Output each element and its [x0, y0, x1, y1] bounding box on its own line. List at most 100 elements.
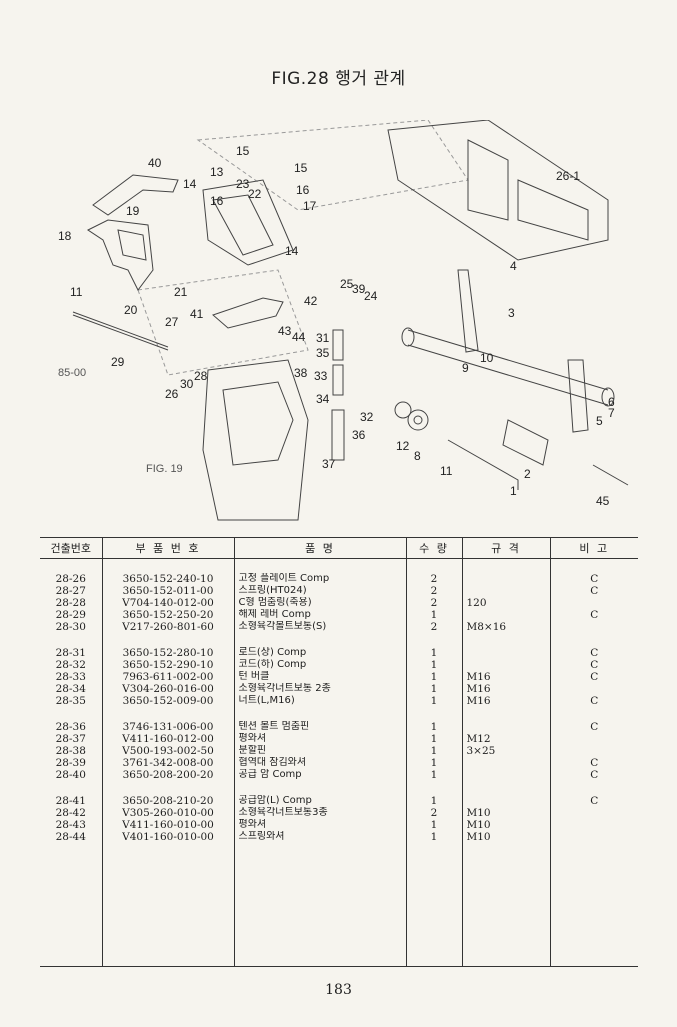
row-spec — [461, 721, 550, 733]
callout-label: 15 — [294, 161, 308, 175]
row-part-no: 3650-152-240-10 — [101, 573, 234, 585]
row-remarks — [549, 745, 638, 757]
row-remarks — [549, 597, 638, 609]
row-part-no: 3650-152-280-10 — [101, 647, 234, 659]
row-quantity: 1 — [405, 745, 462, 757]
col-header-quantity: 수 량 — [405, 537, 462, 559]
row-part-no: V401-160-010-00 — [101, 831, 234, 843]
row-part-name: 소형육각볼트보통(S) — [233, 621, 406, 633]
row-illustration-no: 28-44 — [55, 831, 86, 843]
callout-label: 21 — [174, 285, 188, 299]
row-quantity: 1 — [405, 769, 462, 781]
callout-label: 16 — [210, 194, 224, 208]
row-illustration-no: 28-27 — [55, 585, 86, 597]
callout-label: 32 — [360, 410, 374, 424]
callout-label: 16 — [296, 183, 310, 197]
table-filler — [40, 843, 638, 967]
row-illustration-no: 28-36 — [55, 721, 86, 733]
callout-label: 38 — [294, 366, 308, 380]
col-header-remarks: 비 고 — [549, 537, 638, 559]
callout-label: 3 — [508, 306, 515, 320]
callout-label: 6 — [608, 395, 615, 409]
row-quantity: 1 — [405, 647, 462, 659]
row-part-name: C형 멈춤링(축용) — [233, 597, 406, 609]
row-remarks: C — [549, 609, 638, 621]
row-remarks: C — [549, 585, 638, 597]
row-remarks — [549, 733, 638, 745]
row-remarks: C — [549, 671, 638, 683]
row-part-name: 너트(L,M16) — [233, 695, 406, 707]
row-part-name: 협역대 잠김와셔 — [233, 757, 406, 769]
row-illustration-no: 28-41 — [55, 795, 86, 807]
row-spec — [461, 795, 550, 807]
row-remarks: C — [549, 721, 638, 733]
row-illustration-no: 28-29 — [55, 609, 86, 621]
row-spec: 120 — [461, 597, 550, 609]
row-spec — [461, 647, 550, 659]
diagram-linework — [72, 120, 629, 521]
row-part-no: V305-260-010-00 — [101, 807, 234, 819]
callout-label: 1 — [510, 484, 517, 498]
row-illustration-no: 28-33 — [55, 671, 86, 683]
row-illustration-no: 28-39 — [55, 757, 86, 769]
row-part-name: 공급 암 Comp — [233, 769, 406, 781]
row-remarks: C — [549, 795, 638, 807]
row-quantity: 1 — [405, 683, 462, 695]
callout-label: 42 — [304, 294, 318, 308]
row-spec — [461, 585, 550, 597]
callout-label: 10 — [480, 351, 494, 365]
col-header-spec: 규 격 — [461, 537, 550, 559]
row-quantity: 1 — [405, 795, 462, 807]
callout-label: 15 — [236, 144, 250, 158]
row-part-no: V304-260-016-00 — [101, 683, 234, 695]
callout-label: 17 — [303, 199, 317, 213]
callout-label: 44 — [292, 330, 306, 344]
row-part-name: 고정 플레이트 Comp — [233, 573, 406, 585]
row-quantity: 1 — [405, 733, 462, 745]
callout-label: 28 — [194, 369, 208, 383]
row-quantity: 2 — [405, 807, 462, 819]
callout-label: 30 — [180, 377, 194, 391]
row-spec — [461, 573, 550, 585]
callout-label: 11 — [70, 285, 83, 299]
callout-label: 14 — [285, 244, 299, 258]
row-illustration-no: 28-42 — [55, 807, 86, 819]
row-spec: M16 — [461, 695, 550, 707]
callout-label: 9 — [462, 361, 469, 375]
callout-label: 7 — [608, 406, 615, 420]
parts-table-header: 건출번호 부 품 번 호 품 명 수 량 규 격 비 고 — [40, 537, 638, 559]
col-header-illustration-no: 건출번호 — [40, 537, 102, 559]
callout-label: 39 — [352, 282, 366, 296]
row-part-no: 7963-611-002-00 — [101, 671, 234, 683]
row-quantity: 1 — [405, 721, 462, 733]
row-part-no: 3650-152-011-00 — [101, 585, 234, 597]
row-part-no: 3650-152-009-00 — [101, 695, 234, 707]
row-remarks — [549, 683, 638, 695]
row-part-no: 3746-131-006-00 — [101, 721, 234, 733]
row-illustration-no: 28-38 — [55, 745, 86, 757]
row-remarks — [549, 831, 638, 843]
callout-label: 29 — [111, 355, 125, 369]
callout-label: 22 — [248, 187, 262, 201]
row-remarks: C — [549, 659, 638, 671]
row-illustration-no: 28-40 — [55, 769, 86, 781]
callout-label: 26-1 — [556, 169, 580, 183]
diagram-svg: 40 13 15 15 14 23 16 16 22 17 19 18 14 2… — [58, 120, 629, 521]
callout-label: 25 — [340, 277, 354, 291]
row-part-name: 분할핀 — [233, 745, 406, 757]
callout-label: 37 — [322, 457, 336, 471]
row-quantity: 2 — [405, 597, 462, 609]
page-number: 183 — [325, 982, 352, 998]
row-quantity: 2 — [405, 621, 462, 633]
row-quantity: 1 — [405, 831, 462, 843]
